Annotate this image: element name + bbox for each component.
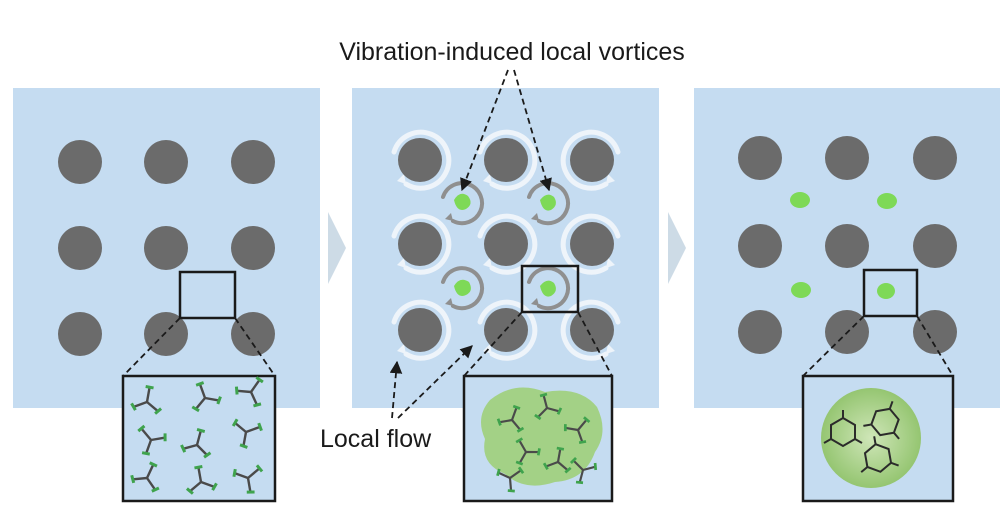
panel-vibration bbox=[352, 88, 659, 503]
panel-crystals bbox=[694, 88, 1000, 503]
crystal-droplets bbox=[790, 192, 897, 299]
pillar-array bbox=[398, 138, 614, 352]
zoom-region bbox=[520, 264, 580, 314]
vortex-pointer-left bbox=[460, 69, 509, 192]
flow-pointer-right bbox=[397, 345, 473, 419]
nucleating-droplets bbox=[454, 193, 556, 297]
zoom-region bbox=[178, 270, 237, 320]
local-flow-label: Local flow bbox=[320, 425, 432, 453]
chevron-right-icon bbox=[668, 212, 686, 284]
inset-aggregation bbox=[462, 374, 614, 503]
pillar-array bbox=[58, 140, 275, 356]
panel-initial bbox=[13, 88, 320, 503]
zoom-region bbox=[862, 268, 919, 318]
inset-precursors bbox=[121, 369, 277, 503]
pillar-array bbox=[738, 136, 957, 354]
vortex-pointer-right bbox=[513, 69, 552, 192]
chevron-right-icon bbox=[328, 212, 346, 284]
vortices-label: Vibration-induced local vortices bbox=[339, 38, 685, 66]
inset-framework bbox=[801, 374, 955, 503]
